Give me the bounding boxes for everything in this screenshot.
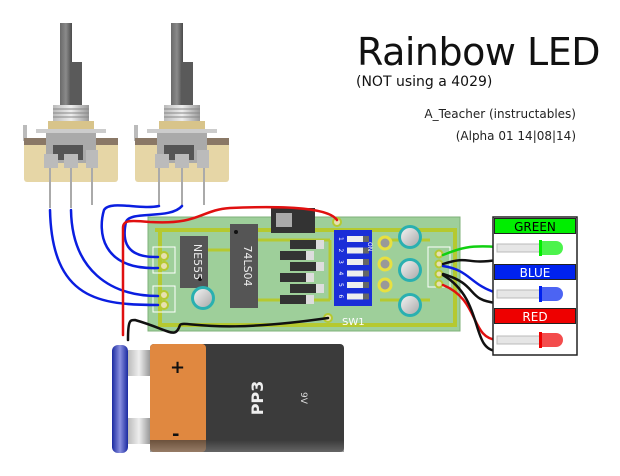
page-subtitle: (NOT using a 4029)	[356, 74, 493, 90]
version-label: (Alpha 01 14|08|14)	[455, 129, 576, 143]
pad-switch	[332, 217, 342, 227]
potentiometer-1[interactable]	[23, 23, 118, 208]
dip-position-label: 1	[337, 237, 344, 241]
dip-position-label: 3	[337, 260, 344, 264]
led-green[interactable]	[496, 240, 563, 256]
battery-voltage-label: 9V	[298, 392, 308, 405]
author-credit: A_Teacher (instructables)	[424, 107, 576, 121]
wires	[48, 204, 499, 353]
sw1-label: SW1	[342, 317, 365, 328]
capacitor-1	[398, 225, 422, 249]
capacitor-main	[191, 286, 215, 310]
battery-plus-label: +	[170, 357, 185, 378]
74ls04-label: 74LS04	[241, 245, 254, 286]
led-label-red: RED	[494, 308, 576, 324]
power-switch[interactable]	[271, 208, 315, 233]
dip-toggle-2[interactable]	[347, 247, 363, 254]
dip-toggle-4[interactable]	[347, 270, 363, 277]
led-label-blue: BLUE	[494, 264, 576, 280]
battery-9v: + - PP3 9V	[150, 344, 344, 452]
dip-position-label: 2	[337, 249, 344, 253]
trimmer-pots	[377, 235, 393, 293]
ne555-chip[interactable]: NE555	[180, 236, 208, 288]
battery-minus-label: -	[172, 424, 179, 445]
page-title: Rainbow LED	[357, 30, 600, 74]
capacitor-3	[398, 293, 422, 317]
led-blue[interactable]	[496, 286, 563, 302]
battery-type-label: PP3	[248, 381, 267, 416]
battery-clip[interactable]	[112, 345, 150, 453]
led-red[interactable]	[496, 332, 563, 348]
ne555-label: NE555	[191, 244, 204, 280]
dip-toggle-5[interactable]	[347, 282, 363, 288]
dip-position-label: 6	[337, 295, 344, 299]
led-label-green: GREEN	[494, 218, 576, 234]
capacitor-2	[398, 258, 422, 282]
dip-on-label: ON	[366, 242, 373, 251]
dip-toggle-6[interactable]	[347, 293, 363, 300]
potentiometer-2[interactable]	[134, 23, 229, 205]
dip-toggle-3[interactable]	[347, 259, 363, 265]
led-panel	[492, 216, 578, 356]
74ls04-chip[interactable]: 74LS04	[230, 224, 258, 308]
dip-position-label: 5	[337, 283, 344, 287]
dip-toggle-1[interactable]	[347, 236, 363, 242]
dip-switch[interactable]: 1 2 3 4 5 6 ON	[334, 230, 373, 306]
diode-array	[280, 240, 324, 304]
dip-position-label: 4	[337, 272, 344, 276]
